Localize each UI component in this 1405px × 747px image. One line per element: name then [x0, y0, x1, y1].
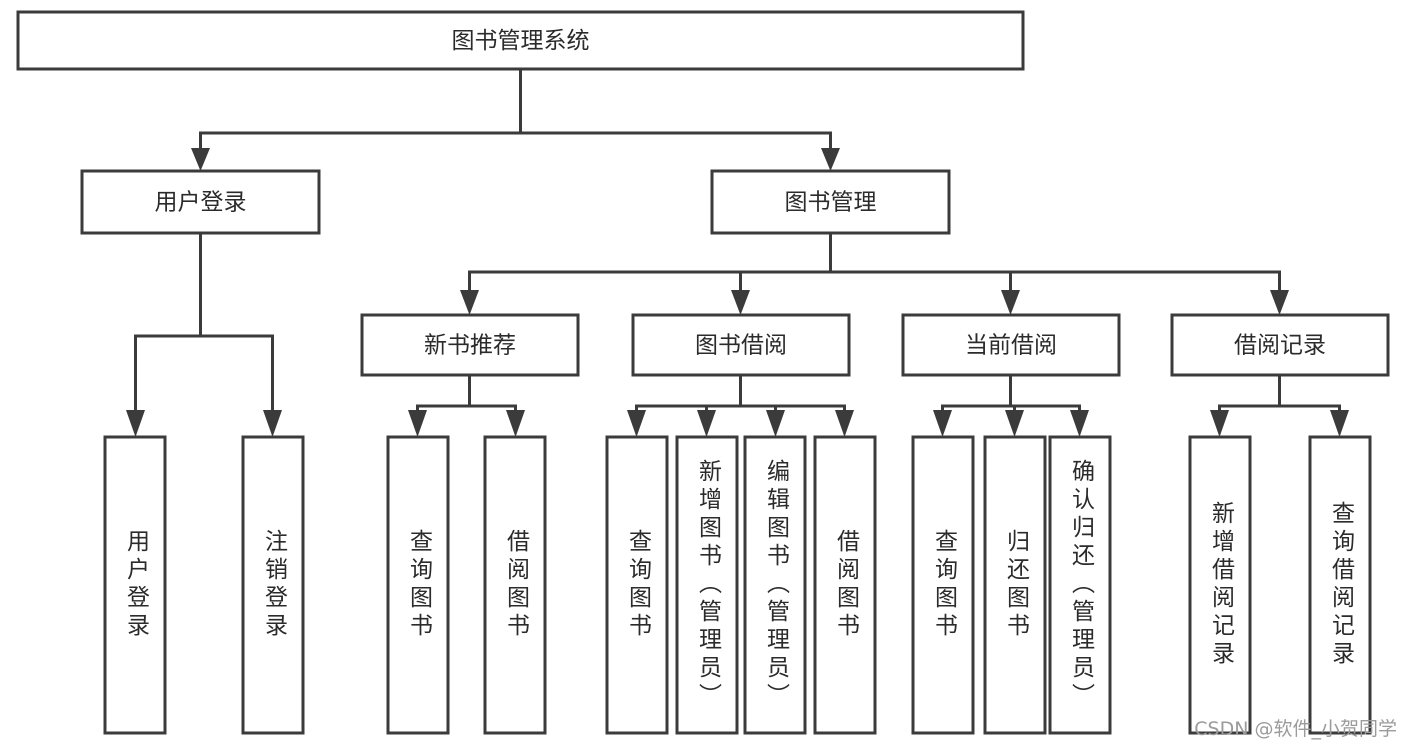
arrowhead-user-login [191, 148, 210, 171]
arrowhead-leaf-edit-book [766, 410, 785, 437]
arrowhead-leaf-borrow-book-2 [835, 410, 854, 437]
node-box-leaf-borrow-book-2 [813, 435, 877, 735]
arrowhead-borrow-record [1270, 290, 1289, 315]
node-box-leaf-user-logout [241, 435, 305, 735]
arrowhead-leaf-add-book [697, 410, 716, 437]
node-box-book-borrow [631, 313, 851, 377]
arrowhead-book-borrow [731, 290, 750, 315]
node-box-leaf-add-book [675, 435, 739, 735]
connector-group-borrow-record [1210, 373, 1349, 437]
arrowhead-current-borrow [1001, 290, 1020, 315]
connector-group-new-book-rec [408, 373, 525, 437]
node-box-leaf-return-book [983, 435, 1047, 735]
arrowhead-leaf-return-book [1005, 410, 1024, 437]
node-label-new-book-rec: 新书推荐 [424, 333, 516, 359]
node-box-leaf-query-book-2 [605, 435, 669, 735]
node-label-book-borrow: 图书借阅 [695, 333, 787, 359]
arrowhead-leaf-add-record [1210, 410, 1229, 437]
node-box-leaf-query-book-1 [386, 435, 450, 735]
arrowhead-leaf-user-login [126, 410, 145, 437]
node-box-current-borrow [901, 313, 1121, 377]
node-label-current-borrow: 当前借阅 [965, 333, 1057, 359]
node-label-book-manage: 图书管理 [785, 190, 877, 216]
arrowhead-new-book-rec [460, 290, 479, 315]
arrowhead-leaf-query-book-3 [933, 410, 952, 437]
node-box-leaf-confirm-return [1048, 435, 1112, 735]
connector-group-book-borrow [627, 373, 854, 437]
connector-group-current-borrow [933, 373, 1089, 437]
arrowhead-book-manage [821, 148, 840, 171]
node-box-new-book-rec [360, 313, 580, 377]
connector-group-user-login [126, 231, 282, 437]
node-box-leaf-user-login [103, 435, 167, 735]
node-box-root [16, 10, 1025, 71]
node-box-leaf-add-record [1188, 435, 1252, 735]
node-label-root: 图书管理系统 [452, 28, 590, 54]
node-label-user-login: 用户登录 [155, 190, 247, 216]
arrowhead-leaf-confirm-return [1070, 410, 1089, 437]
connector-group-book-manage [460, 231, 1289, 315]
node-box-leaf-edit-book [743, 435, 807, 735]
watermark-text: CSDN @软件_小贺同学 [1194, 718, 1397, 740]
node-box-leaf-query-record [1308, 435, 1372, 735]
arrowhead-leaf-borrow-book-1 [506, 410, 525, 437]
arrowhead-leaf-query-record [1330, 410, 1349, 437]
node-box-book-manage [710, 169, 951, 235]
arrowhead-leaf-user-logout [263, 410, 282, 437]
node-box-layer [16, 10, 1390, 735]
arrowhead-leaf-query-book-1 [408, 410, 427, 437]
connector-group-root [191, 67, 840, 171]
arrowhead-leaf-query-book-2 [627, 410, 646, 437]
node-box-borrow-record [1170, 313, 1390, 377]
node-box-leaf-query-book-3 [911, 435, 975, 735]
node-label-borrow-record: 借阅记录 [1234, 333, 1326, 359]
node-box-user-login [80, 169, 321, 235]
node-box-leaf-borrow-book-1 [483, 435, 547, 735]
